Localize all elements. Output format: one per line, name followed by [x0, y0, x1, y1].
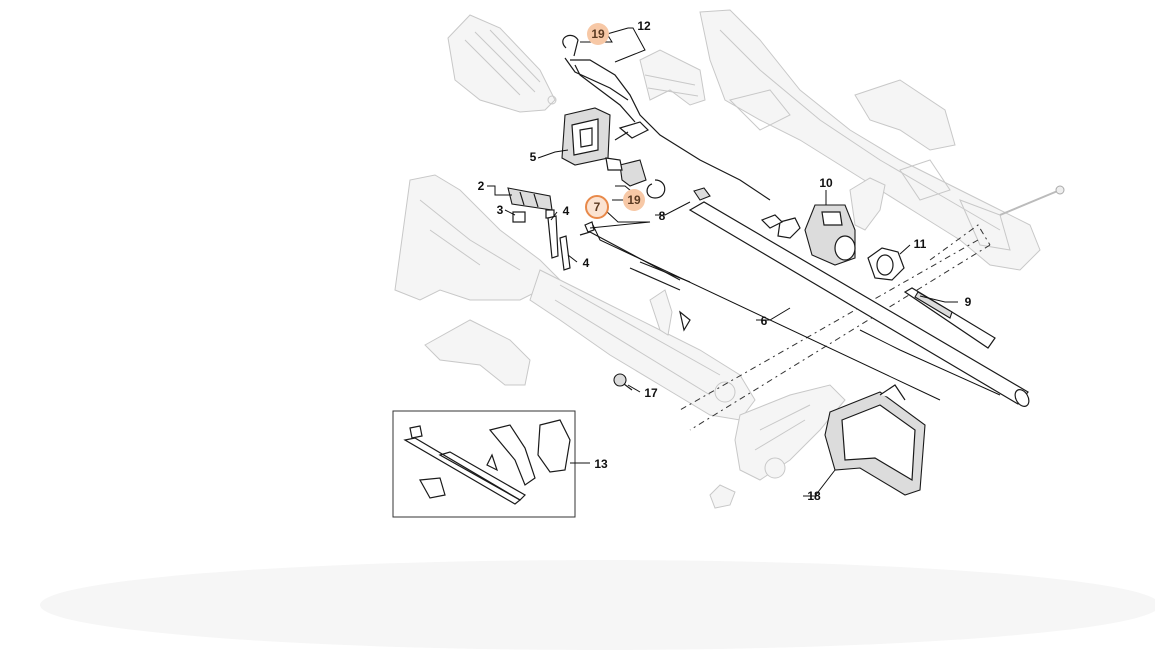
label-9: 9: [965, 295, 972, 309]
label-8: 8: [659, 209, 666, 223]
part-11-ring: [867, 247, 905, 281]
part-wire-connector: [614, 121, 650, 141]
part-5-switch-housing: [561, 107, 611, 166]
leader-lines: [487, 27, 1001, 497]
part-6-tube: [688, 201, 1030, 407]
label-3: 3: [497, 203, 504, 217]
part-10-throttle-housing: [760, 204, 856, 266]
highlight-19-mid: [623, 189, 645, 211]
part-4-rod-b: [559, 235, 571, 271]
part-19-clip-top: [562, 34, 579, 57]
part-9-sleeve: [903, 287, 996, 349]
label-19-top: 19: [591, 27, 605, 41]
part-18-cover: [824, 384, 926, 496]
label-2: 2: [478, 179, 485, 193]
highlight-7-ring: [585, 195, 609, 219]
inset-box-13: [392, 410, 576, 518]
label-5: 5: [530, 150, 537, 164]
ghost-housing-top: [447, 14, 557, 113]
label-19-mid: 19: [627, 193, 641, 207]
label-12: 12: [637, 19, 651, 33]
ghost-bolt: [999, 185, 1065, 216]
label-17: 17: [644, 386, 658, 400]
assembly-line-3: [689, 244, 991, 431]
part-17-screw: [613, 373, 633, 391]
label-11: 11: [914, 237, 927, 251]
floor-shadow: [40, 560, 1155, 650]
label-7: 7: [594, 200, 601, 214]
highlight-19-top: [587, 23, 609, 45]
part-4-rod-a: [547, 215, 559, 259]
part-ghost-lever-10: [849, 177, 886, 231]
ghost-shaft-assembly: [529, 269, 846, 509]
assembly-line-2: [679, 239, 979, 411]
label-4-lower: 4: [583, 256, 590, 270]
label-4-upper: 4: [563, 204, 570, 218]
part-12-cable: [564, 57, 771, 201]
label-6: 6: [761, 314, 768, 328]
label-10: 10: [819, 176, 833, 190]
ghost-housing-left: [394, 174, 561, 386]
part-8-clip: [693, 187, 711, 201]
part-7-switch: [605, 157, 647, 187]
part-7-small-lever: [579, 221, 681, 281]
ghost-frame-right: [639, 9, 1041, 271]
label-13: 13: [594, 457, 608, 471]
assembly-line-1: [929, 224, 991, 261]
part-19-clip-mid: [646, 179, 666, 199]
label-18: 18: [807, 489, 821, 503]
part-2-bracket: [507, 187, 555, 223]
